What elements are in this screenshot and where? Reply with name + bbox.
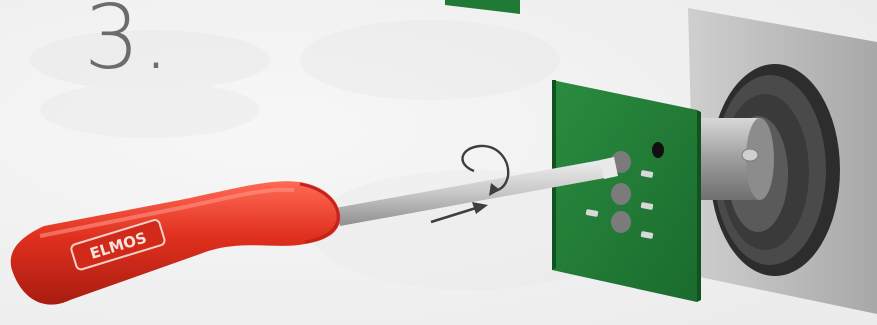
top-board-fragment [445, 0, 520, 14]
solder-pad [640, 170, 654, 178]
push-arrow-icon [430, 202, 488, 224]
screwdriver-shaft [335, 157, 618, 226]
step-number: 3. [84, 0, 172, 89]
pipe [690, 118, 774, 200]
rotate-arrow-icon [461, 144, 510, 196]
board-hole-middle [611, 183, 631, 205]
solder-pad [640, 202, 654, 210]
circuit-board [552, 80, 701, 302]
board-hole-bottom [611, 211, 631, 233]
screwdriver-handle: ELMOS [10, 181, 341, 305]
solder-pad [640, 231, 654, 239]
board-hole-dark [652, 142, 664, 158]
solder-pad [585, 209, 599, 217]
screw-head [741, 148, 759, 162]
